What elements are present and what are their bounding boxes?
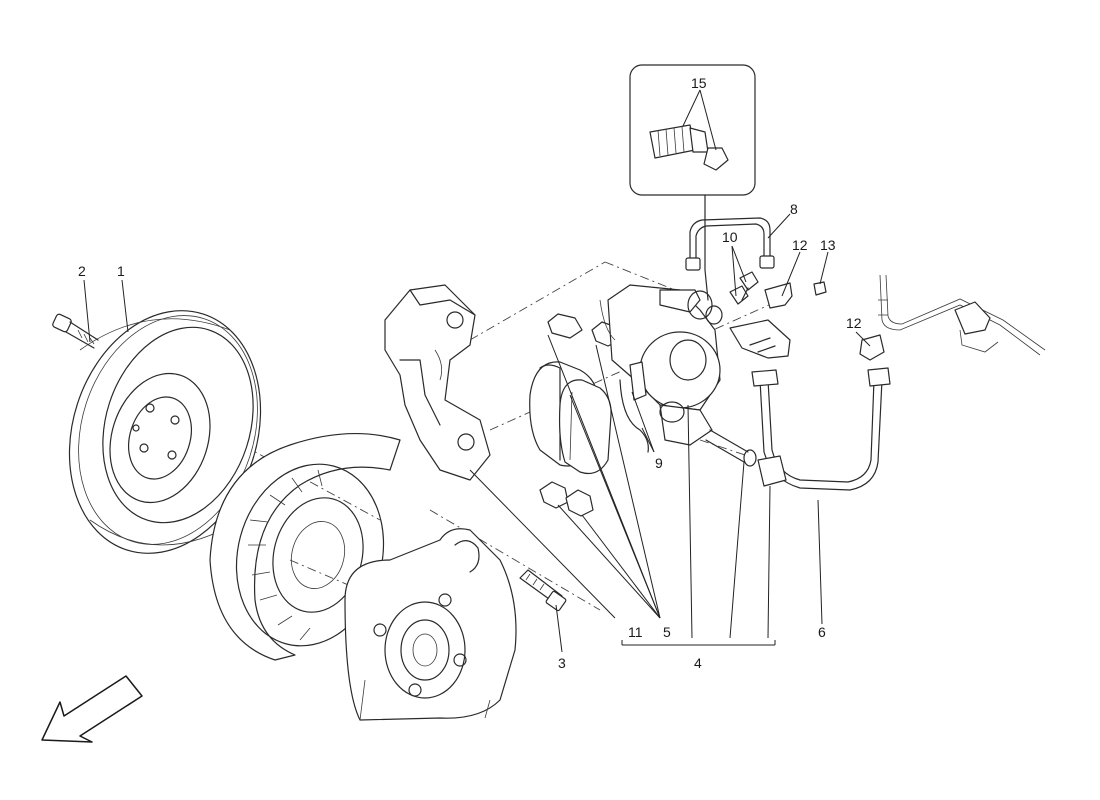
callout-3: 3 (558, 655, 566, 671)
callout-12-lower: 12 (846, 315, 862, 331)
callout-12-upper: 12 (792, 237, 808, 253)
front-direction-arrow-icon (41, 675, 143, 743)
callout-11: 11 (628, 624, 643, 640)
caliper-body (599, 284, 757, 467)
hub-carrier (344, 528, 517, 721)
callout-9: 9 (655, 455, 663, 471)
callout-10: 10 (722, 229, 738, 245)
hose-bracket-upper (729, 282, 793, 359)
flexible-brake-hose (751, 367, 891, 491)
callout-15: 15 (691, 75, 707, 91)
callout-leaders (83, 89, 871, 653)
brake-pads (529, 361, 612, 475)
callout-13: 13 (820, 237, 836, 253)
callout-8: 8 (790, 201, 798, 217)
callout-1: 1 (117, 263, 125, 279)
caliper-bracket (384, 284, 491, 481)
brake-disc (68, 310, 262, 554)
disc-bolt (52, 313, 99, 349)
callout-5: 5 (663, 624, 671, 640)
hard-brake-line (685, 217, 775, 271)
callout-4: 4 (694, 655, 702, 671)
bracket-bolt (519, 569, 567, 612)
bleeder-fittings (729, 271, 759, 305)
callout-6: 6 (818, 624, 826, 640)
callout-labels: 2 1 3 11 5 4 6 9 8 10 12 13 12 15 (78, 75, 862, 671)
hose-bracket-lower (859, 334, 885, 361)
callout-2: 2 (78, 263, 86, 279)
bleeder-inset (629, 64, 756, 301)
brake-pipe-chassis (878, 274, 1046, 356)
